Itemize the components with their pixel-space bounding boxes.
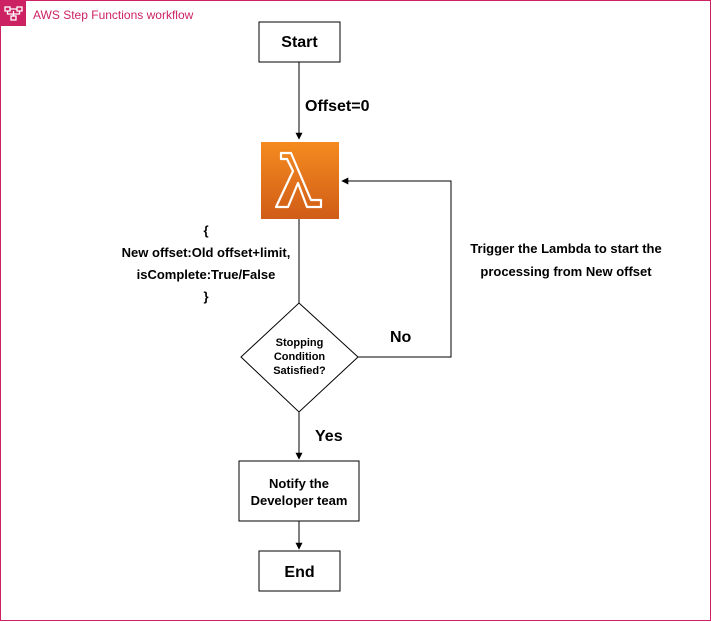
output-open-brace: {: [203, 223, 208, 238]
trigger-label: Trigger the Lambda to start the processi…: [470, 241, 661, 279]
decision-line-3: Satisfied?: [273, 365, 326, 377]
lambda-icon: [261, 142, 339, 219]
decision-node: Stopping Condition Satisfied?: [240, 302, 359, 413]
notify-line-1: Notify the: [269, 476, 329, 491]
output-close-brace: }: [203, 289, 208, 304]
lambda-output: { New offset:Old offset+limit, isComplet…: [122, 223, 291, 304]
output-is-complete: isComplete:True/False: [137, 267, 276, 282]
step-functions-icon: [1, 1, 26, 26]
yes-label: Yes: [315, 428, 343, 445]
no-label: No: [390, 329, 412, 346]
trigger-line-2: processing from New offset: [480, 264, 652, 279]
edge-decision-no-loop: [341, 177, 452, 358]
offset-label: Offset=0: [305, 98, 370, 115]
output-new-offset: New offset:Old offset+limit,: [122, 245, 291, 260]
end-label: End: [284, 564, 314, 581]
start-label: Start: [281, 34, 318, 51]
decision-line-1: Stopping: [276, 337, 324, 349]
start-node: Start: [258, 21, 341, 63]
notify-line-2: Developer team: [251, 493, 348, 508]
notify-node: Notify the Developer team: [238, 460, 360, 522]
decision-line-2: Condition: [274, 351, 326, 363]
group-title: AWS Step Functions workflow: [33, 8, 194, 22]
trigger-line-1: Trigger the Lambda to start the: [470, 241, 661, 256]
end-node: End: [258, 550, 341, 592]
